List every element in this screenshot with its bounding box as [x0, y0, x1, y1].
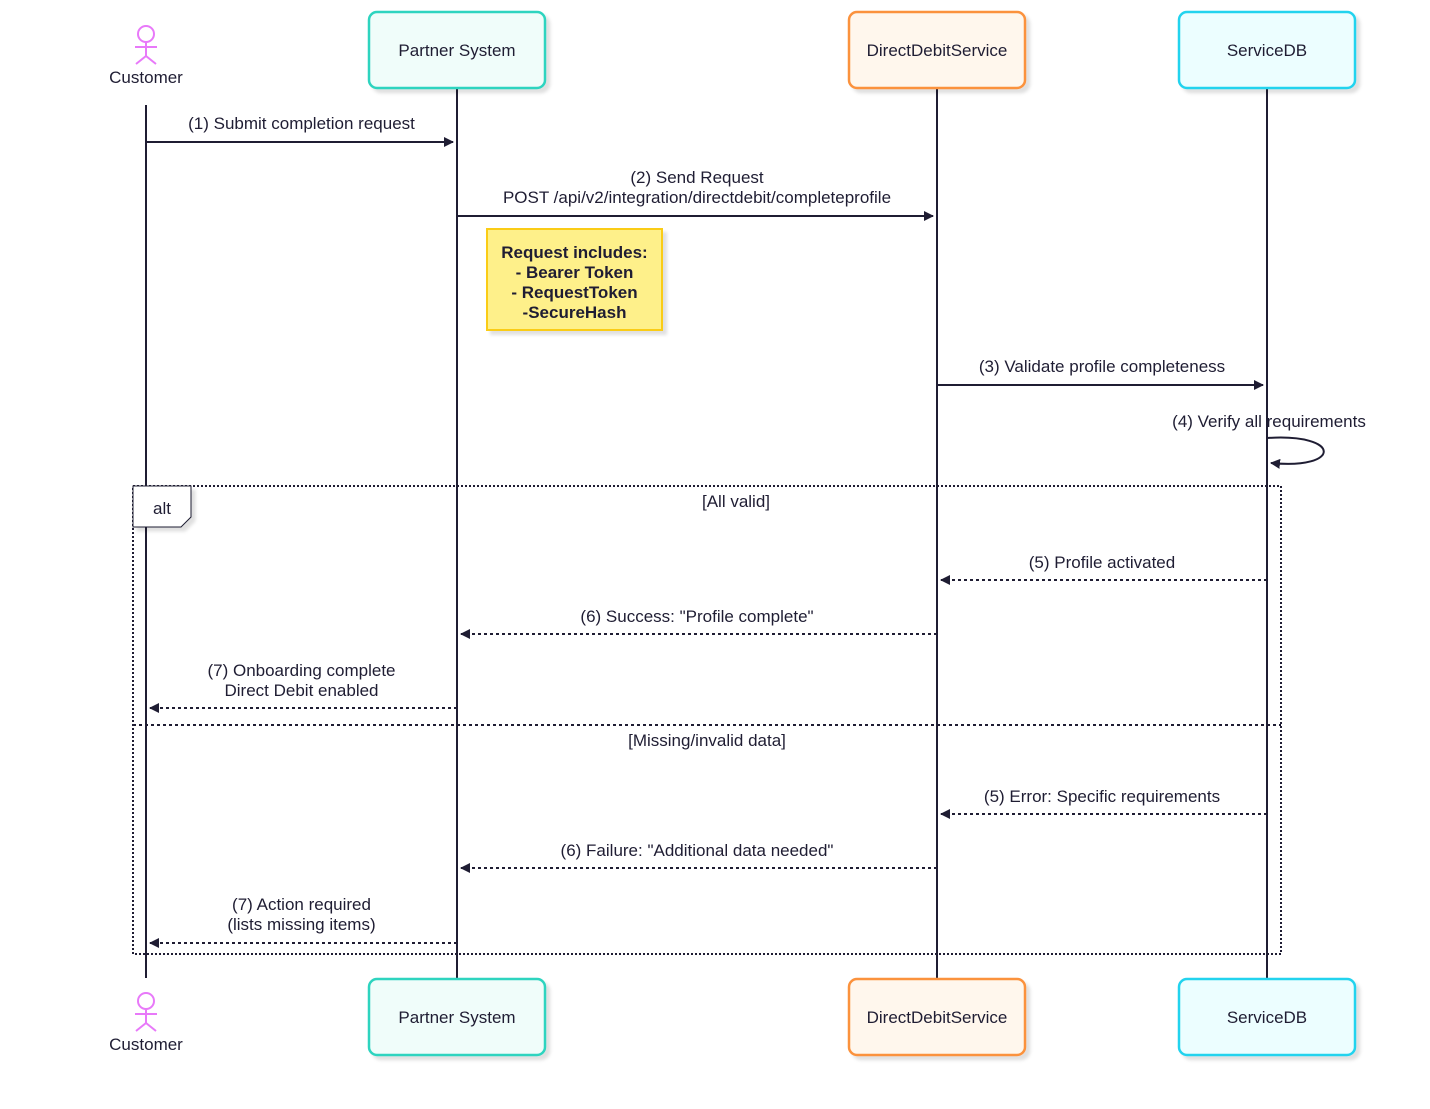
- actor-head: [137, 992, 155, 1010]
- participant-box: [367, 10, 547, 90]
- message-label: (lists missing items): [227, 915, 375, 934]
- alt-label: alt: [153, 499, 171, 518]
- message-9: (6) Failure: "Additional data needed": [460, 841, 937, 873]
- actor-leg-left: [135, 1022, 147, 1032]
- message-label: (4) Verify all requirements: [1172, 412, 1366, 431]
- message-6: (6) Success: "Profile complete": [460, 607, 937, 639]
- message-label: Direct Debit enabled: [224, 681, 378, 700]
- message-label: (3) Validate profile completeness: [979, 357, 1225, 376]
- message-5: (5) Profile activated: [940, 553, 1267, 585]
- note-line: - Bearer Token: [516, 263, 634, 282]
- message-label: (1) Submit completion request: [188, 114, 415, 133]
- alt-label-box: [132, 485, 192, 528]
- message-self-4: (4) Verify all requirements: [1172, 412, 1366, 469]
- actor-leg-right: [145, 55, 157, 65]
- note-line: Request includes:: [501, 243, 647, 262]
- actor-icon: [135, 992, 157, 1032]
- note: Request includes:- Bearer Token- Request…: [486, 228, 663, 331]
- participant-label: ServiceDB: [1227, 41, 1307, 60]
- message-arrow: [1266, 436, 1325, 469]
- participant-box: [847, 977, 1027, 1057]
- participant-label: Partner System: [398, 1008, 515, 1027]
- participant-box: [1177, 977, 1357, 1057]
- alt-frame-border: [132, 485, 1282, 955]
- message-label: (2) Send Request: [630, 168, 764, 187]
- actor-icon: [135, 25, 157, 65]
- alt-condition: [Missing/invalid data]: [628, 731, 786, 750]
- participant-db-top: ServiceDB: [1177, 10, 1357, 90]
- note-line: -SecureHash: [523, 303, 627, 322]
- participant-dds-top: DirectDebitService: [847, 10, 1027, 90]
- actor-label: Customer: [109, 68, 183, 87]
- actor-leg-left: [135, 55, 147, 65]
- participant-partner-top: Partner System: [367, 10, 547, 90]
- participant-db-bottom: ServiceDB: [1177, 977, 1357, 1057]
- participant-label: Partner System: [398, 41, 515, 60]
- participant-box: [367, 977, 547, 1057]
- message-label: (6) Success: "Profile complete": [580, 607, 813, 626]
- message-1: (1) Submit completion request: [146, 114, 454, 147]
- note-box: [486, 228, 663, 331]
- participant-box: [1177, 10, 1357, 90]
- participant-label: DirectDebitService: [867, 41, 1008, 60]
- note-line: - RequestToken: [511, 283, 637, 302]
- message-label: (5) Profile activated: [1029, 553, 1175, 572]
- alt-frame: alt [All valid] [Missing/invalid data]: [132, 485, 1282, 955]
- participant-customer-bottom: Customer: [109, 992, 183, 1054]
- message-3: (3) Validate profile completeness: [937, 357, 1264, 390]
- message-label: (6) Failure: "Additional data needed": [561, 841, 834, 860]
- message-label: (7) Onboarding complete: [207, 661, 395, 680]
- message-8: (5) Error: Specific requirements: [940, 787, 1267, 819]
- participant-dds-bottom: DirectDebitService: [847, 977, 1027, 1057]
- message-label: POST /api/v2/integration/directdebit/com…: [503, 188, 891, 207]
- participant-partner-bottom: Partner System: [367, 977, 547, 1057]
- participant-customer-top: Customer: [109, 25, 183, 87]
- actor-leg-right: [145, 1022, 157, 1032]
- participant-label: ServiceDB: [1227, 1008, 1307, 1027]
- alt-condition: [All valid]: [702, 492, 770, 511]
- message-10: (7) Action required(lists missing items): [149, 895, 457, 948]
- message-label: (7) Action required: [232, 895, 371, 914]
- message-label: (5) Error: Specific requirements: [984, 787, 1220, 806]
- actor-head: [137, 25, 155, 43]
- actor-label: Customer: [109, 1035, 183, 1054]
- participant-label: DirectDebitService: [867, 1008, 1008, 1027]
- participant-box: [847, 10, 1027, 90]
